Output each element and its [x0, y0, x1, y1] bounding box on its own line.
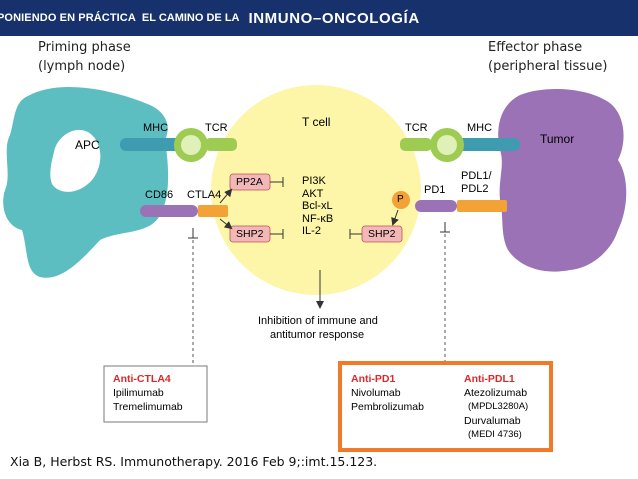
banner-subtitle-1: PONIENDO EN PRÁCTICA — [0, 12, 136, 24]
pp2a-label: PP2A — [236, 176, 263, 188]
anti-pd1-content: Anti-PD1 Nivolumab Pembrolizumab — [351, 372, 424, 414]
mhc-left-label: MHC — [143, 122, 169, 134]
phospho-label: P — [397, 194, 404, 205]
citation: Xia B, Herbst RS. Immunotherapy. 2016 Fe… — [10, 454, 378, 469]
title-banner: PONIENDO EN PRÁCTICA EL CAMINO DE LA INM… — [0, 0, 638, 36]
anti-ctla4-content: Anti-CTLA4 Ipilimumab Tremelimumab — [113, 372, 183, 414]
anti-ctla4-box — [103, 365, 208, 423]
anti-ctla4-title: Anti-CTLA4 — [113, 373, 171, 385]
priming-phase-title: Priming phase — [38, 40, 131, 55]
outcome-text: Inhibition of immune and antitumor respo… — [258, 314, 378, 342]
drug-atezolizumab-code: (MPDL3280A) — [468, 401, 529, 412]
ctla4-bar — [198, 205, 228, 217]
ctla4-label: CTLA4 — [187, 189, 222, 201]
pdl1-pdl2-label: PDL1/ PDL2 — [461, 170, 492, 196]
banner-subtitle-2: EL CAMINO DE LA — [141, 12, 240, 24]
apc-label: APC — [75, 138, 100, 152]
pathway-il2: IL-2 — [302, 225, 321, 237]
pdl2-text: PDL2 — [461, 183, 489, 195]
signaling-pathway-list: PI3K AKT Bcl-xL NF-κB IL-2 — [302, 175, 333, 238]
effector-phase-label: Effector phase (peripheral tissue) — [488, 38, 607, 76]
apc-nucleus — [50, 129, 101, 192]
phospho-circle — [392, 191, 410, 209]
dashed-connectors — [192, 234, 446, 365]
anti-pd1-title: Anti-PD1 — [351, 373, 396, 385]
drug-durvalumab: Durvalumab — [464, 415, 521, 427]
priming-phase-location: (lymph node) — [38, 59, 126, 74]
anti-pdl1-title: Anti-PDL1 — [464, 373, 515, 385]
pd1-bar — [415, 200, 457, 212]
tcr-right — [400, 128, 464, 162]
effector-phase-title: Effector phase — [488, 40, 583, 55]
tumor-label: Tumor — [540, 132, 575, 146]
effector-phase-location: (peripheral tissue) — [488, 59, 608, 74]
outcome-line2: antitumor response — [270, 329, 365, 341]
anti-pd1-pdl1-box — [338, 361, 553, 452]
activation-arrows — [219, 188, 399, 309]
cd86-bar — [140, 205, 198, 217]
banner-title: INMUNO–ONCOLOGÍA — [248, 9, 420, 27]
inhibition-lines — [188, 177, 450, 239]
drug-tremelimumab: Tremelimumab — [113, 401, 183, 413]
pdl1-bar — [457, 200, 507, 212]
tcr-right-label: TCR — [405, 122, 428, 134]
tcell-label: T cell — [302, 115, 331, 129]
pathway-bclxl: Bcl-xL — [302, 200, 333, 212]
priming-phase-label: Priming phase (lymph node) — [38, 38, 131, 76]
pdl1-text: PDL1/ — [461, 170, 492, 182]
drug-atezolizumab: Atezolizumab — [464, 387, 528, 399]
tcr-left — [174, 128, 237, 162]
pathway-akt: AKT — [302, 187, 324, 200]
tcr-left-label: TCR — [205, 122, 228, 134]
tumor-cell — [498, 88, 627, 272]
cd86-label: CD86 — [145, 189, 174, 201]
drug-ipilimumab: Ipilimumab — [113, 387, 164, 399]
mhc-right-label: MHC — [467, 122, 493, 134]
mhc-left-bar — [120, 138, 190, 151]
drug-durvalumab-code: (MEDI 4736) — [468, 429, 522, 440]
drug-pembrolizumab: Pembrolizumab — [351, 401, 424, 413]
pathway-nfkb: NF-κB — [302, 212, 334, 225]
shp2-right-label: SHP2 — [368, 228, 396, 240]
anti-pdl1-content: Anti-PDL1 Atezolizumab (MPDL3280A) Durva… — [464, 372, 528, 442]
mhc-right-bar — [450, 138, 520, 151]
pd1-label: PD1 — [424, 184, 446, 196]
pathway-pi3k: PI3K — [302, 175, 326, 187]
shp2-left-label: SHP2 — [236, 228, 264, 240]
drug-nivolumab: Nivolumab — [351, 387, 401, 399]
outcome-line1: Inhibition of immune and — [258, 315, 378, 327]
t-cell — [211, 85, 421, 295]
